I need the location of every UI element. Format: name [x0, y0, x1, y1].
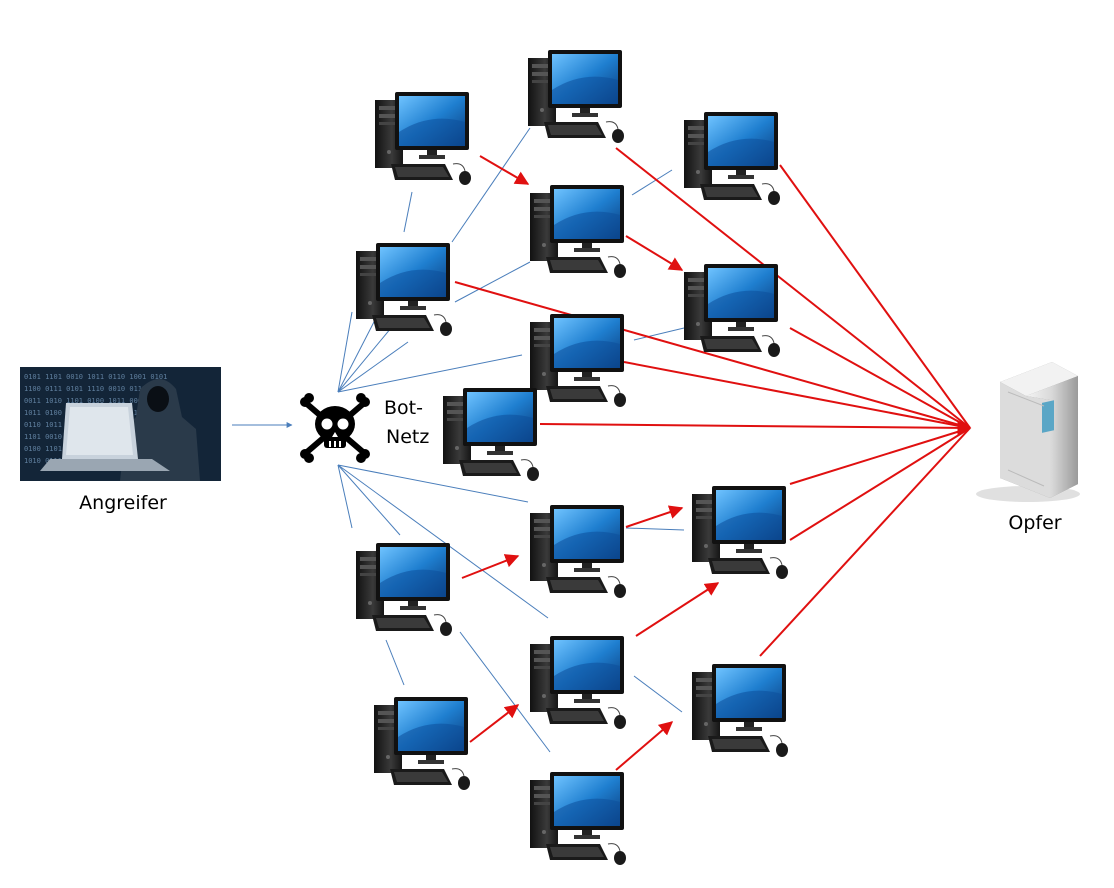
attack-flow — [759, 427, 971, 657]
infection-arrow — [635, 582, 720, 637]
desktop-computer-icon — [355, 242, 453, 337]
control-link — [451, 127, 531, 243]
attack-flow — [454, 281, 971, 429]
control-link — [337, 464, 401, 536]
desktop-computer-icon — [373, 696, 471, 791]
desktop-computer-icon — [529, 635, 627, 730]
control-link — [631, 169, 673, 196]
control-link — [337, 464, 353, 529]
desktop-computer-icon — [374, 91, 472, 186]
svg-text:0101 1101 0010 1011 0110 1001: 0101 1101 0010 1011 0110 1001 0101 — [24, 373, 167, 381]
attacker-photo: 0101 1101 0010 1011 0110 1001 0101 1100 … — [20, 367, 221, 481]
infection-arrow — [469, 704, 520, 743]
control-link — [337, 354, 523, 393]
svg-text:1100 0111 0101 1110 0010 0111: 1100 0111 0101 1110 0010 0111 1010 — [24, 385, 167, 393]
infection-arrow — [625, 505, 684, 528]
attack-flow — [615, 147, 971, 429]
infection-arrow — [615, 721, 674, 771]
infection-arrow — [625, 235, 684, 271]
botnet-label-line1: Bot- — [384, 397, 423, 419]
attack-flow — [539, 420, 972, 435]
desktop-computer-icon — [355, 542, 453, 637]
control-link — [337, 311, 353, 393]
control-link — [403, 191, 413, 233]
control-link — [625, 527, 685, 531]
svg-text:0011 1010 1101 0100 1011 0001: 0011 1010 1101 0100 1011 0001 1100 — [24, 397, 167, 405]
control-link — [337, 464, 529, 503]
attack-flow — [789, 427, 971, 541]
victim-label: Opfer — [1008, 512, 1062, 534]
desktop-computer-icon — [527, 49, 625, 144]
bot-computers — [355, 49, 789, 866]
control-link — [454, 261, 531, 303]
control-link — [633, 327, 685, 341]
desktop-computer-icon — [691, 663, 789, 758]
botnet-label-line2: Netz — [386, 426, 430, 448]
attack-flow — [789, 427, 971, 485]
infection-arrow — [461, 554, 520, 579]
attack-flow — [623, 361, 971, 429]
desktop-computer-icon — [691, 485, 789, 580]
attack-flow — [779, 164, 971, 429]
desktop-computer-icon — [442, 387, 540, 482]
attack-links — [454, 147, 972, 771]
control-link — [385, 639, 405, 686]
control-link — [337, 317, 377, 393]
infection-arrow — [479, 155, 530, 185]
attacker-label: Angreifer — [79, 492, 167, 514]
desktop-computer-icon — [529, 313, 627, 408]
control-link — [459, 631, 551, 753]
desktop-computer-icon — [529, 184, 627, 279]
control-link — [337, 464, 549, 619]
control-link — [633, 675, 683, 713]
desktop-computer-icon — [529, 771, 627, 866]
control-link — [337, 341, 409, 393]
desktop-computer-icon — [529, 504, 627, 599]
desktop-computer-icon — [683, 263, 781, 358]
server-tower-icon — [976, 362, 1080, 502]
skull-crossbones-icon — [300, 393, 370, 463]
control-links — [232, 127, 685, 753]
attack-flow — [789, 327, 971, 429]
desktop-computer-icon — [683, 111, 781, 206]
control-link — [337, 321, 397, 393]
